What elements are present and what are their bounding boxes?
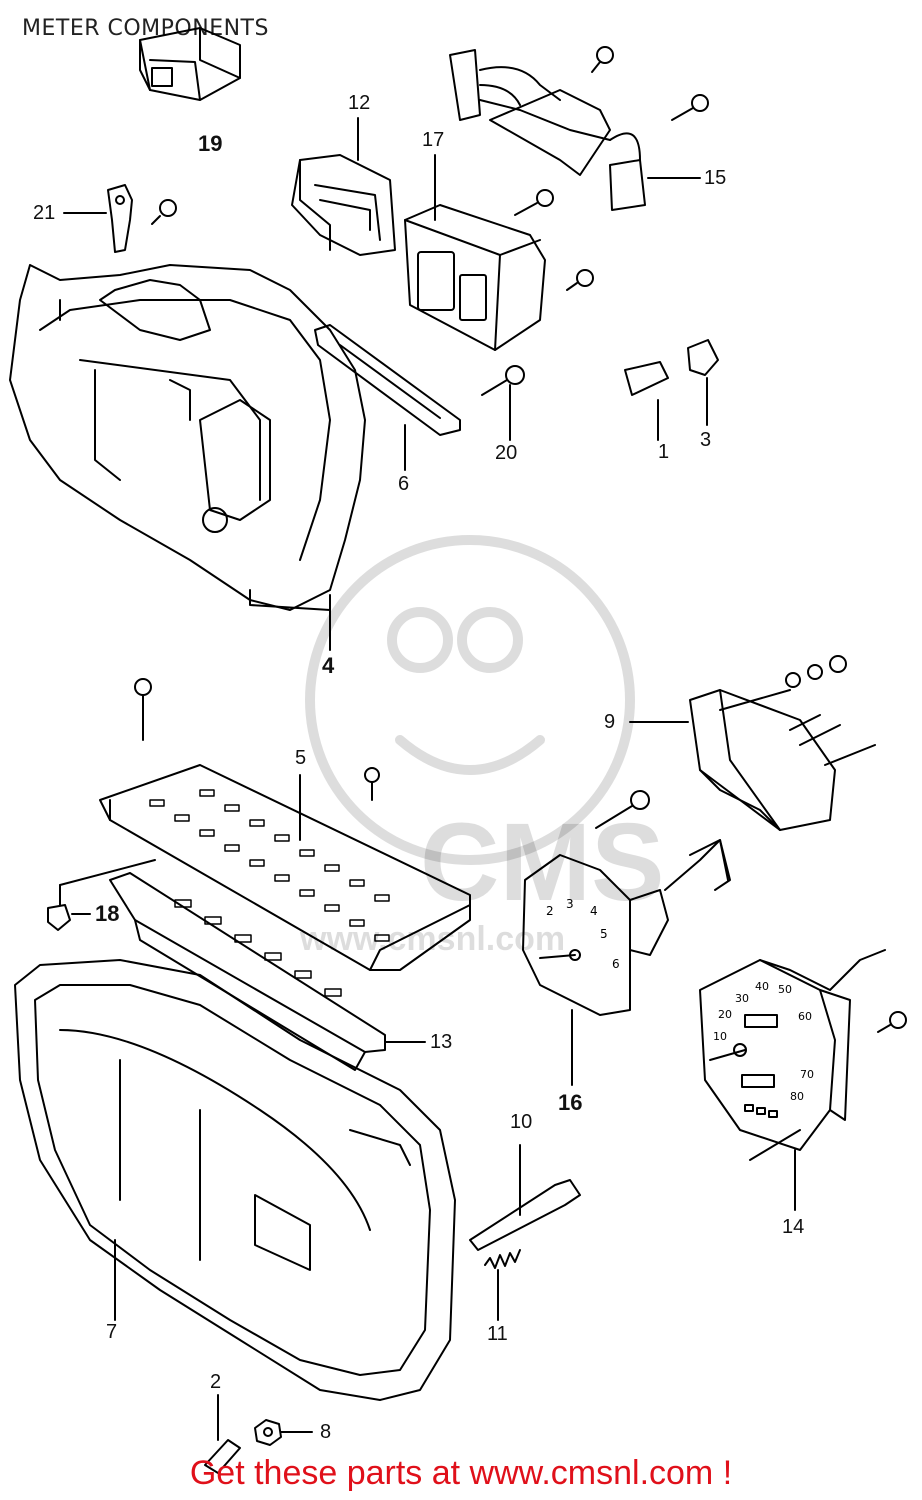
screw-17: [515, 190, 553, 215]
gauge-16-tick-1: 3: [566, 897, 574, 911]
watermark-text: CMS: [420, 801, 664, 924]
gauge-14-tick-2: 30: [735, 992, 749, 1005]
callout-13: 13: [430, 1031, 453, 1053]
gauge-14-tick-5: 60: [798, 1010, 812, 1023]
part-10-slide: [470, 1145, 580, 1250]
part-8-nut: [255, 1420, 312, 1445]
part-4-meter-case: [10, 265, 365, 650]
callout-21: 21: [33, 202, 56, 224]
part-13-lens-plate: [110, 873, 425, 1070]
callout-7: 7: [106, 1321, 118, 1343]
gauge-16-ticks: 2 3 4 5 6: [546, 897, 620, 971]
part-19-connector: [140, 28, 240, 100]
callout-4: 4: [322, 653, 335, 678]
callout-3: 3: [700, 429, 712, 451]
callout-17: 17: [422, 129, 445, 151]
screw-21: [152, 200, 176, 224]
part-15-wire-harness: [450, 50, 700, 210]
gauge-14-tick-1: 20: [718, 1008, 732, 1021]
part-20-screw: [482, 366, 524, 440]
part-7-meter-housing: [15, 960, 455, 1400]
callout-19: 19: [198, 131, 223, 156]
callout-12: 12: [348, 92, 371, 114]
part-12-holder: [292, 118, 395, 255]
gauge-14-tick-0: 10: [713, 1030, 727, 1043]
callout-14: 14: [782, 1216, 805, 1238]
gauge-14-tick-4: 50: [778, 983, 792, 996]
screw-top-5: [135, 679, 151, 740]
part-21-bracket: [64, 185, 132, 252]
screw-16: [596, 791, 649, 828]
part-16-fuel-gauge: [523, 840, 730, 1085]
callout-1: 1: [658, 441, 670, 463]
part-5-circuit-plate: [100, 765, 470, 970]
part-17-relay-box: [405, 155, 545, 350]
footer-link[interactable]: Get these parts at www.cmsnl.com !: [189, 1454, 733, 1492]
part-9-rear-bracket: [630, 656, 875, 830]
gauge-14-tick-6: 70: [800, 1068, 814, 1081]
gauge-16-tick-2: 4: [590, 904, 598, 918]
callout-11: 11: [487, 1323, 508, 1345]
callout-20: 20: [495, 442, 518, 464]
callout-8: 8: [320, 1421, 332, 1443]
screw-15a: [592, 47, 613, 72]
screw-17b: [567, 270, 593, 290]
part-1-bulb: [625, 362, 668, 440]
callout-16: 16: [558, 1090, 583, 1115]
callout-18: 18: [95, 901, 120, 926]
part-18-clip: [48, 860, 155, 930]
callout-6: 6: [398, 473, 410, 495]
screw-14: [878, 1012, 906, 1032]
watermark-logo: [310, 540, 630, 860]
callout-5: 5: [295, 747, 307, 769]
callout-9: 9: [604, 711, 616, 733]
gauge-14-ticks: 10 20 30 40 50 60 70 80: [713, 980, 814, 1103]
watermark-url: www.cmsnl.com: [299, 920, 565, 958]
screw-15b: [672, 95, 708, 120]
screw-small-5: [365, 768, 379, 800]
gauge-16-tick-0: 2: [546, 904, 554, 918]
gauge-16-tick-3: 5: [600, 927, 608, 941]
gauge-14-tick-7: 80: [790, 1090, 804, 1103]
part-11-spring: [485, 1250, 520, 1320]
gauge-16-tick-4: 6: [612, 957, 620, 971]
callout-10: 10: [510, 1111, 533, 1133]
part-6-bracket: [315, 325, 460, 470]
gauge-14-tick-3: 40: [755, 980, 769, 993]
part-2-bulb: [205, 1395, 240, 1473]
page-title: METER COMPONENTS: [22, 16, 269, 41]
callout-15: 15: [704, 167, 727, 189]
part-14-speedometer: [700, 950, 885, 1210]
callout-2: 2: [210, 1371, 222, 1393]
part-3-socket: [688, 340, 718, 425]
